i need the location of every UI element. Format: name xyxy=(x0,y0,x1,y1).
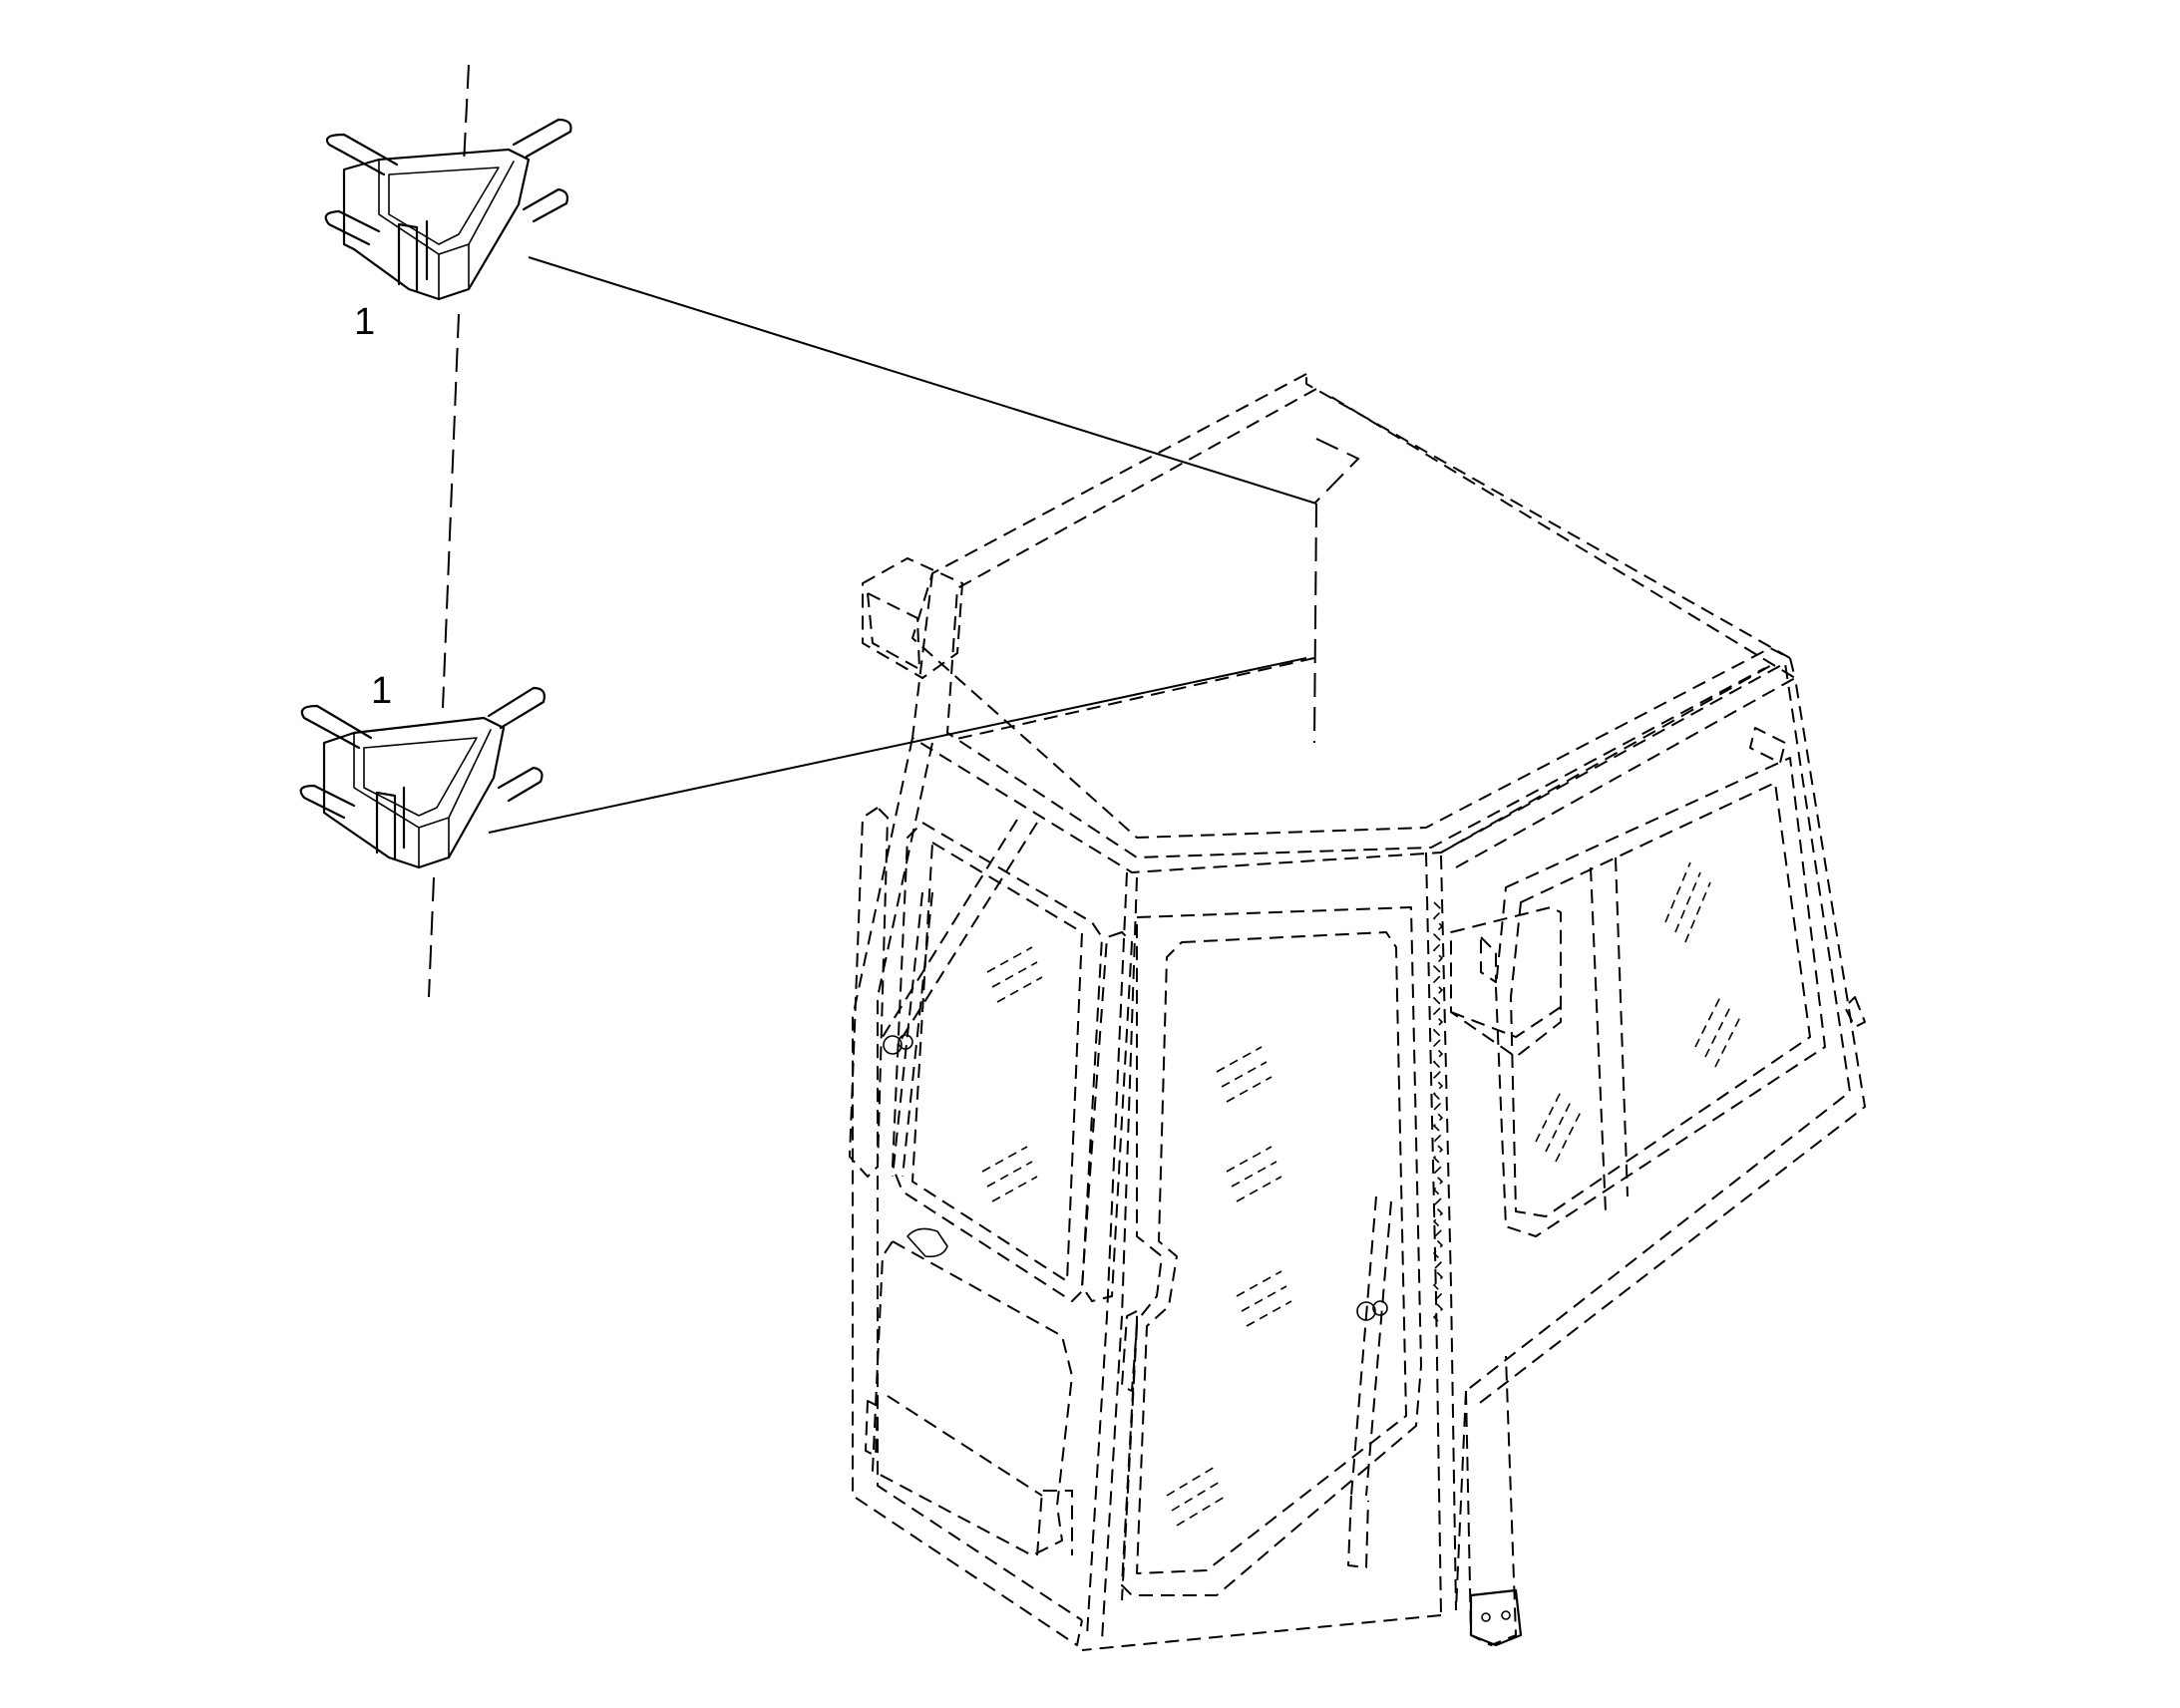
cab-door-frame xyxy=(1121,906,1422,1596)
leader-line-upper xyxy=(528,256,1317,505)
lower-axis-bottom xyxy=(428,876,435,998)
upper-bracket-pins xyxy=(324,118,572,246)
callout-label-lower: 1 xyxy=(371,670,392,712)
upper-axis-top xyxy=(463,64,470,166)
upper-bracket-part[interactable] xyxy=(324,64,572,709)
leader-line-lower xyxy=(488,657,1307,834)
cab-assembly xyxy=(849,373,1866,1651)
glass-hatch-marks xyxy=(981,861,1741,1527)
center-axis-between xyxy=(442,313,460,709)
lower-bracket-body xyxy=(322,716,506,869)
lower-bracket-pins xyxy=(299,686,545,820)
callout-label-upper: 1 xyxy=(354,301,375,343)
cab-roof xyxy=(911,373,1791,839)
lower-bracket-part[interactable] xyxy=(299,686,545,998)
